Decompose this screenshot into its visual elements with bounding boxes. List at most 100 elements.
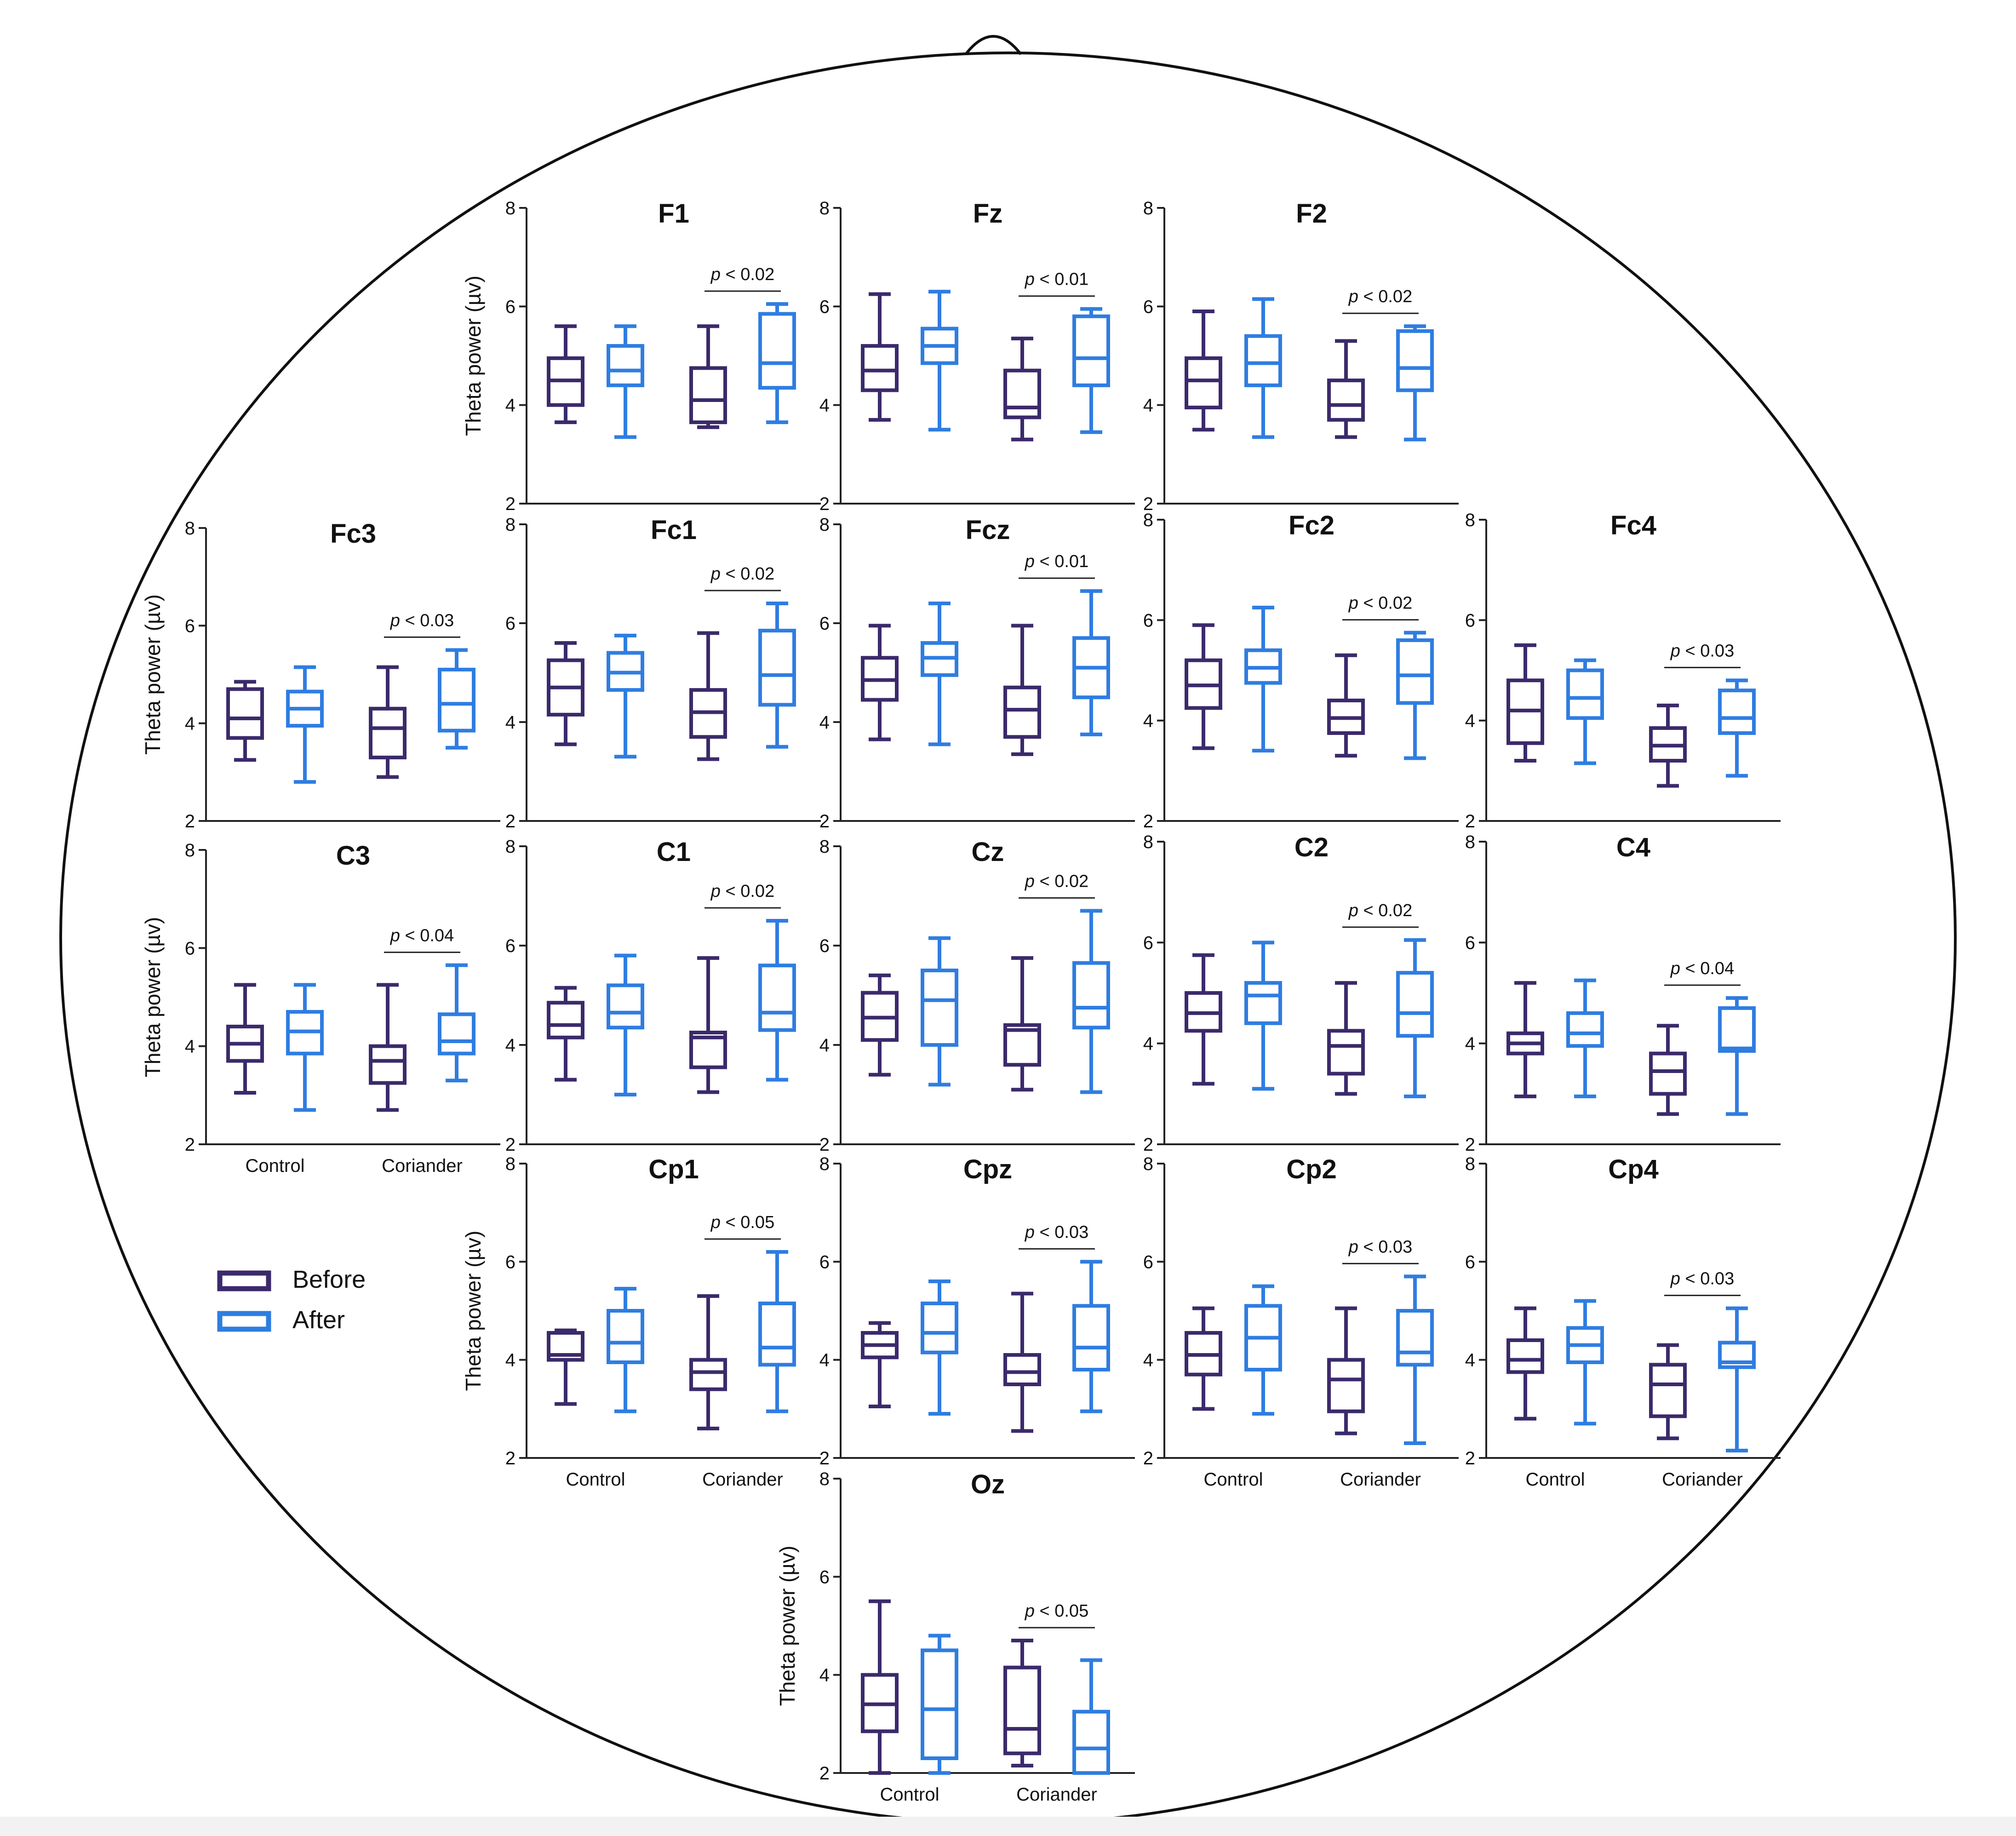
box-before-control <box>547 324 584 425</box>
y-tick-label: 8 <box>185 518 195 539</box>
y-tick-label: 4 <box>1465 1034 1475 1054</box>
p-value-label: p < 0.01 <box>1025 270 1088 289</box>
panel-title: Cp2 <box>1286 1154 1337 1184</box>
box-before-coriander <box>1649 1343 1687 1440</box>
y-tick-label: 6 <box>1143 1252 1153 1272</box>
panel-title: Fcz <box>966 515 1010 545</box>
box-after-coriander <box>1072 909 1110 1094</box>
y-tick-label: 6 <box>505 936 515 956</box>
iqr-box <box>607 344 644 387</box>
y-tick-label: 6 <box>505 297 515 317</box>
p-value-label: p < 0.04 <box>1670 959 1734 978</box>
y-tick-label: 6 <box>505 1252 515 1272</box>
box-before-control <box>861 973 899 1077</box>
box-after-coriander <box>1718 678 1756 778</box>
y-tick-label: 6 <box>1143 933 1153 953</box>
panel-title: C4 <box>1616 832 1650 862</box>
box-before-coriander <box>369 665 407 779</box>
box-before-coriander <box>1327 981 1365 1096</box>
p-value-label: p < 0.02 <box>1348 901 1412 920</box>
box-after-control <box>1244 941 1282 1091</box>
y-tick-label: 2 <box>1143 811 1153 832</box>
box-before-control <box>1506 981 1544 1098</box>
y-tick-label: 2 <box>505 1448 515 1469</box>
panel-title: Oz <box>971 1469 1005 1499</box>
box-before-control <box>226 680 264 762</box>
box-after-coriander <box>438 648 475 750</box>
x-category-label: Control <box>566 1469 625 1490</box>
box-after-coriander <box>758 302 796 425</box>
y-tick-label: 8 <box>1143 1154 1153 1174</box>
box-after-control <box>1244 297 1282 439</box>
iqr-box <box>1003 368 1041 419</box>
box-before-control <box>1185 1306 1222 1411</box>
box-before-coriander <box>1327 339 1365 439</box>
box-before-coriander <box>689 1294 727 1430</box>
iqr-box <box>758 629 796 707</box>
box-after-control <box>286 983 324 1112</box>
y-tick-label: 2 <box>1465 811 1475 832</box>
box-after-control <box>921 936 958 1087</box>
y-tick-label: 4 <box>505 712 515 733</box>
x-category-label: Coriander <box>1340 1469 1421 1490</box>
panel-title: F1 <box>658 199 689 229</box>
p-value-label: p < 0.03 <box>390 611 454 630</box>
panel-title: Fz <box>973 199 1002 229</box>
box-after-coriander <box>1396 631 1434 760</box>
x-category-label: Coriander <box>1016 1784 1097 1805</box>
box-after-coriander <box>1396 1274 1434 1445</box>
box-before-control <box>861 1599 899 1775</box>
iqr-box <box>1003 1665 1041 1756</box>
box-before-coriander <box>1327 653 1365 758</box>
panel-title: Cpz <box>963 1154 1012 1184</box>
box-after-coriander <box>1396 324 1434 442</box>
p-value-label: p < 0.03 <box>1348 1237 1412 1257</box>
y-tick-label: 4 <box>1465 711 1475 731</box>
y-tick-label: 4 <box>505 1350 515 1371</box>
p-value-label: p < 0.02 <box>710 564 774 584</box>
iqr-box <box>1072 1304 1110 1371</box>
box-after-coriander <box>758 602 796 749</box>
iqr-box <box>861 344 899 392</box>
x-category-label: Control <box>1526 1469 1585 1490</box>
head-outline <box>59 35 1957 1825</box>
box-after-coriander <box>1718 1306 1756 1452</box>
box-after-coriander <box>1718 996 1756 1116</box>
panel-title: C2 <box>1294 832 1329 862</box>
y-tick-label: 6 <box>819 614 830 634</box>
y-tick-label: 4 <box>819 712 830 733</box>
box-before-coriander <box>1003 1291 1041 1433</box>
y-tick-label: 6 <box>1143 297 1153 317</box>
y-tick-label: 6 <box>819 1567 830 1587</box>
y-tick-label: 4 <box>819 1350 830 1371</box>
iqr-box <box>1566 668 1604 720</box>
y-axis-label: Theta power (µv) <box>141 917 165 1078</box>
y-tick-label: 6 <box>819 297 830 317</box>
box-after-control <box>1566 658 1604 765</box>
box-before-coriander <box>1003 624 1041 756</box>
y-tick-label: 6 <box>185 616 195 636</box>
box-after-coriander <box>1396 938 1434 1098</box>
iqr-box <box>1327 379 1365 422</box>
box-before-coriander <box>1003 336 1041 442</box>
panel-title: Fc3 <box>330 519 376 549</box>
iqr-box <box>369 1044 407 1085</box>
y-tick-label: 6 <box>1143 610 1153 631</box>
iqr-box <box>921 1302 958 1354</box>
box-after-coriander <box>1072 1658 1110 1775</box>
nose-mark <box>964 35 1022 55</box>
box-before-control <box>1185 623 1222 750</box>
iqr-box <box>1072 314 1110 387</box>
p-value-label: p < 0.02 <box>1348 287 1412 306</box>
